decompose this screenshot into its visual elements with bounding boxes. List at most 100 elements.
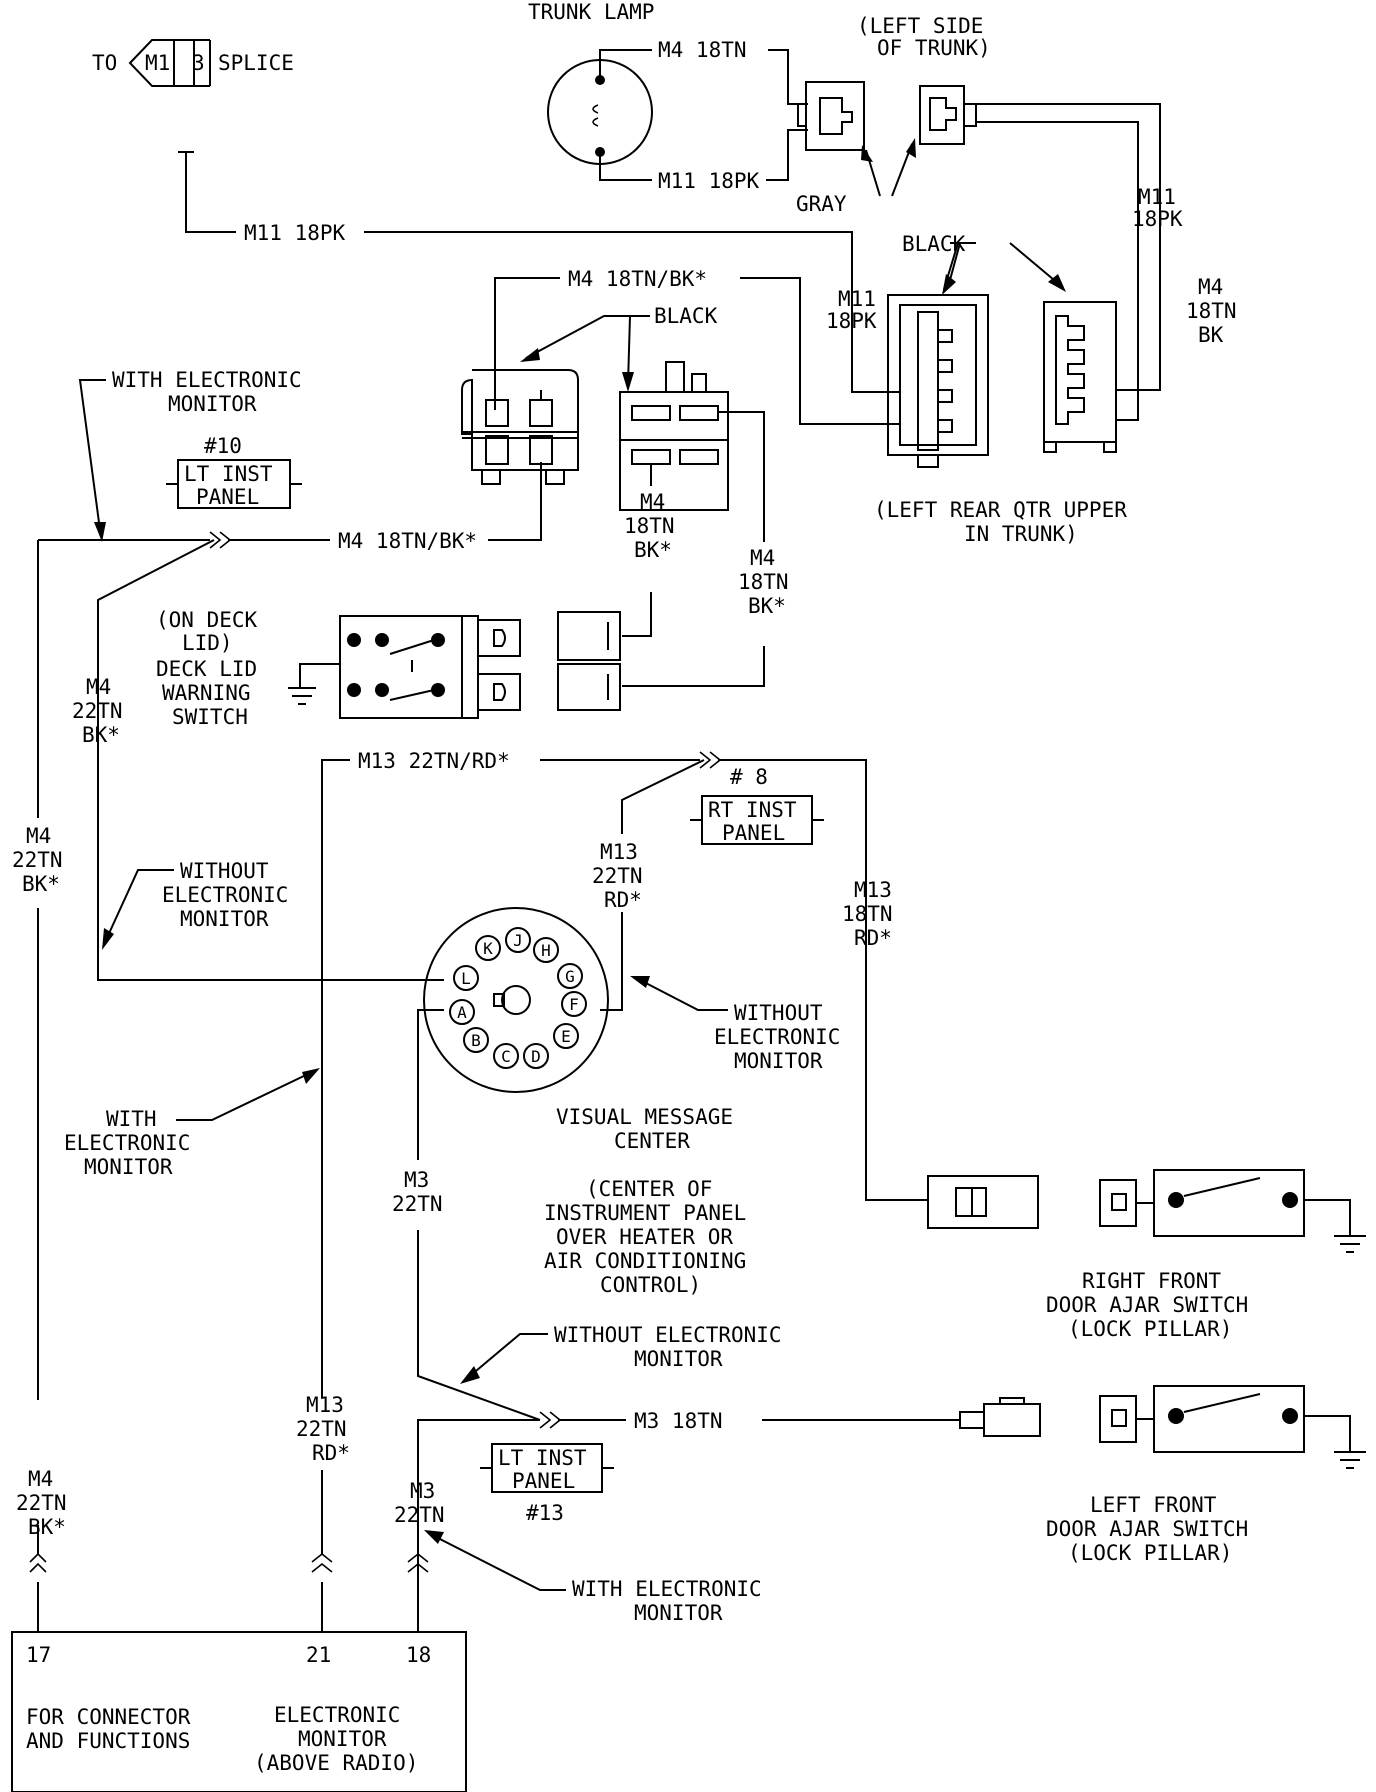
vmc-loc-line1: (CENTER OF: [586, 1177, 712, 1201]
trunk-lamp-label: TRUNK LAMP: [528, 0, 654, 24]
vmc-pin-label: A: [457, 1003, 467, 1022]
vmc-pin-label: F: [569, 995, 579, 1014]
vmc-pin-label: C: [501, 1047, 511, 1066]
wire-label-m11-mid-2: 18PK: [826, 309, 877, 333]
deck-lid-line1: (ON DECK: [156, 608, 258, 632]
vmc-pin-label: L: [461, 969, 471, 988]
wire-label-m4-mid: M4 18TN/BK*: [338, 529, 477, 553]
splice-symbol: [128, 39, 211, 87]
without-em-left-line3: MONITOR: [180, 907, 269, 931]
wire-label-m4-outer-1: M4: [26, 824, 51, 848]
disconnect-13: [539, 1411, 562, 1429]
deck-lid-connector-male: [619, 361, 729, 511]
to-label: TO: [92, 51, 117, 75]
without-em-left-arrow-head: [102, 928, 114, 950]
em-pin-17: 17: [26, 1643, 51, 1667]
vmc-pin-label: K: [483, 939, 493, 958]
lf-door-line2: DOOR AJAR SWITCH: [1046, 1517, 1248, 1541]
without-em-lower-line2: MONITOR: [634, 1347, 723, 1371]
wire-label-m13-vmc-2: 22TN: [592, 864, 643, 888]
wire-m11-18pk-main: [185, 152, 900, 393]
wire-label-m4-sw2-2: 18TN: [738, 570, 789, 594]
with-em-left-line3: MONITOR: [84, 1155, 173, 1179]
wire-label-m3-vmc-2: 22TN: [392, 1192, 443, 1216]
wire-m4-18tn-bk-top: [494, 277, 900, 425]
deck-lid-connector-female: [461, 369, 579, 485]
disconnect-8: [699, 751, 722, 769]
wire-label-m4-inner-3: BK*: [82, 723, 120, 747]
without-em-lower-line1: WITHOUT ELECTRONIC: [554, 1323, 782, 1347]
vmc-pin-circle: [561, 991, 587, 1017]
wire-label-m4-far-right-1: M4: [1198, 275, 1223, 299]
wire-label-m4-top: M4 18TN/BK*: [568, 267, 707, 291]
deck-lid-line3: DECK LID: [156, 657, 257, 681]
with-em-bottom-arrow: [433, 1535, 566, 1591]
lf-door-ground: [1304, 1415, 1366, 1469]
vmc-pin-label: G: [565, 967, 575, 986]
black-arrow-2: [1009, 242, 1061, 286]
lf-door-ajar-switch: [1099, 1385, 1305, 1453]
rf-door-line1: RIGHT FRONT: [1082, 1269, 1221, 1293]
vmc-pin-circle: [493, 1043, 519, 1069]
wire-label-m4-sw2-1: M4: [750, 546, 775, 570]
wire-label-m4-sw2-3: BK*: [748, 594, 786, 618]
wire-label-m3-bottom-1: M3: [410, 1479, 435, 1503]
wire-label-m13-vmc-3: RD*: [604, 888, 642, 912]
with-em-left-line2: ELECTRONIC: [64, 1131, 190, 1155]
wire-label-m13-18tn-3: RD*: [854, 926, 892, 950]
left-rear-qtr-line2: IN TRUNK): [964, 522, 1078, 546]
wire-m3-22tn-vmc: [417, 1009, 541, 1421]
without-em-lower-arrow-head: [460, 1366, 480, 1384]
vmc-loc-line3: OVER HEATER OR: [556, 1225, 733, 1249]
with-em-top-arrow-head: [94, 522, 106, 542]
wire-label-m4-bottom-2: 22TN: [16, 1491, 67, 1515]
lt-inst-10-line1: LT INST: [184, 462, 273, 486]
vmc-pin-label: E: [561, 1027, 571, 1046]
em-for-connector-line1: FOR CONNECTOR: [26, 1705, 191, 1729]
lf-door-connector: [959, 1397, 1041, 1437]
wire-label-m4-outer-2: 22TN: [12, 848, 63, 872]
rf-door-ground: [1304, 1199, 1366, 1253]
em-name-line2: MONITOR: [298, 1727, 387, 1751]
rt-inst-8-line2: PANEL: [722, 821, 785, 845]
black-arrow-head-2: [1048, 274, 1066, 292]
wire-m4-mid-bottom: [495, 462, 542, 541]
with-em-left-arrow-head: [302, 1068, 320, 1084]
without-em-right-line2: ELECTRONIC: [714, 1025, 840, 1049]
black-connector-male: [1043, 301, 1117, 453]
black-arrow-head-1: [942, 274, 956, 295]
wire-label-m13-vmc-1: M13: [600, 840, 638, 864]
gray-connector-female: [797, 81, 865, 151]
gray-connector-male: [919, 85, 977, 145]
with-em-left-arrow: [176, 1073, 309, 1121]
with-em-bottom-line1: WITH ELECTRONIC: [572, 1577, 762, 1601]
vmc-pin-label: B: [471, 1031, 481, 1050]
wire-m4-22tn-inner: [97, 539, 444, 981]
wire-label-m4-sw1-1: M4: [640, 490, 665, 514]
wire-label-m3-bottom-2: 22TN: [394, 1503, 445, 1527]
vmc-name-line1: VISUAL MESSAGE: [556, 1105, 733, 1129]
lt-inst-10-line2: PANEL: [196, 485, 259, 509]
wire-label-m4-bottom-3: BK*: [28, 1515, 66, 1539]
em-connector-17: [29, 1552, 47, 1573]
lt-inst-13-box: [480, 1443, 614, 1493]
rt-inst-8-num: # 8: [730, 765, 768, 789]
with-em-bottom-arrow-head: [424, 1530, 444, 1544]
splice-number: 3: [192, 51, 205, 75]
deck-lid-ground: [288, 663, 340, 705]
black-mid-arrow-head-1: [520, 348, 540, 362]
left-side-trunk-line1: (LEFT SIDE: [857, 14, 983, 38]
splice-suffix: SPLICE: [218, 51, 294, 75]
disconnect-10: [209, 531, 232, 549]
wire-label-m11-mid-1: M11: [838, 287, 876, 311]
em-pin-18: 18: [406, 1643, 431, 1667]
electronic-monitor-box: [11, 1631, 467, 1792]
deck-lid-line5: SWITCH: [172, 705, 248, 729]
lf-door-line1: LEFT FRONT: [1090, 1493, 1217, 1517]
wire-label-m4-sw1-3: BK*: [634, 538, 672, 562]
gray-arrow-head-1: [861, 145, 873, 162]
wire-label-m13-bottom-2: 22TN: [296, 1417, 347, 1441]
deck-lid-warning-switch: [339, 615, 521, 719]
vmc-pin-circle: [557, 963, 583, 989]
